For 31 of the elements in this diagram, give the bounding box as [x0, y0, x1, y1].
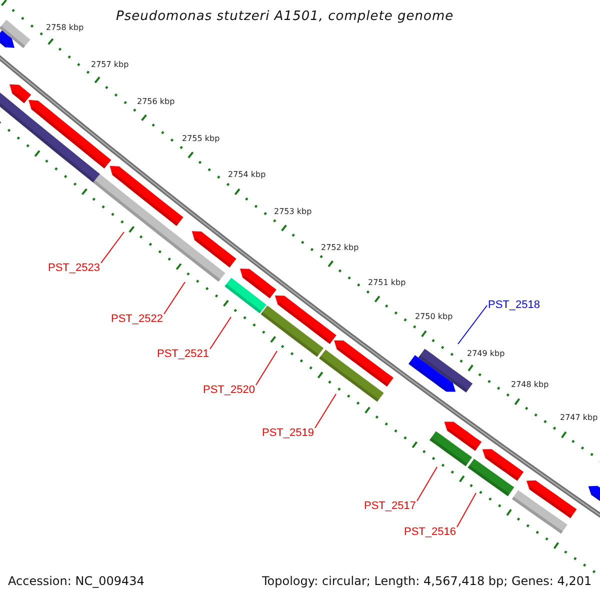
- scale-tick-label: 2754 kbp: [228, 170, 266, 180]
- scale-tick-label: 2753 kbp: [274, 207, 312, 217]
- scale-tick-label: 2758 kbp: [46, 23, 84, 33]
- scale-tick-label: 2757 kbp: [91, 60, 129, 70]
- scale-tick-label: 2748 kbp: [511, 380, 549, 390]
- scale-tick-label: 2756 kbp: [137, 97, 175, 107]
- genome-info-text: Topology: circular; Length: 4,567,418 bp; Genes: 4,201: [262, 574, 592, 588]
- leader-line: [164, 282, 186, 314]
- gene-label: PST_2520: [203, 384, 255, 397]
- leader-line: [314, 394, 336, 428]
- scale-tick-label: 2751 kbp: [368, 278, 406, 288]
- gene-label: PST_2516: [404, 526, 456, 539]
- diagram-title: Pseudomonas stutzeri A1501, complete genome: [116, 9, 454, 25]
- gene-label: PST_2523: [48, 262, 100, 275]
- gene-label: PST_2521: [157, 348, 209, 361]
- leader-line: [100, 232, 124, 264]
- gene-label: PST_2519: [262, 427, 314, 440]
- gene-label: PST_2522: [111, 313, 163, 326]
- scale-tick-label: 2752 kbp: [321, 243, 359, 253]
- scale-tick-label: 2750 kbp: [415, 312, 453, 322]
- leader-line: [416, 466, 438, 502]
- leader-line: [458, 305, 488, 344]
- scale-tick-label: 2747 kbp: [560, 413, 598, 423]
- gene-label: PST_2518: [488, 299, 540, 312]
- leader-line: [456, 492, 476, 528]
- scale-tick-label: 2749 kbp: [467, 349, 505, 359]
- accession-text: Accession: NC_009434: [8, 574, 144, 588]
- gene-label: PST_2517: [364, 500, 416, 513]
- leader-line: [256, 350, 278, 386]
- leader-line: [210, 316, 232, 350]
- scale-tick-label: 2755 kbp: [182, 134, 220, 144]
